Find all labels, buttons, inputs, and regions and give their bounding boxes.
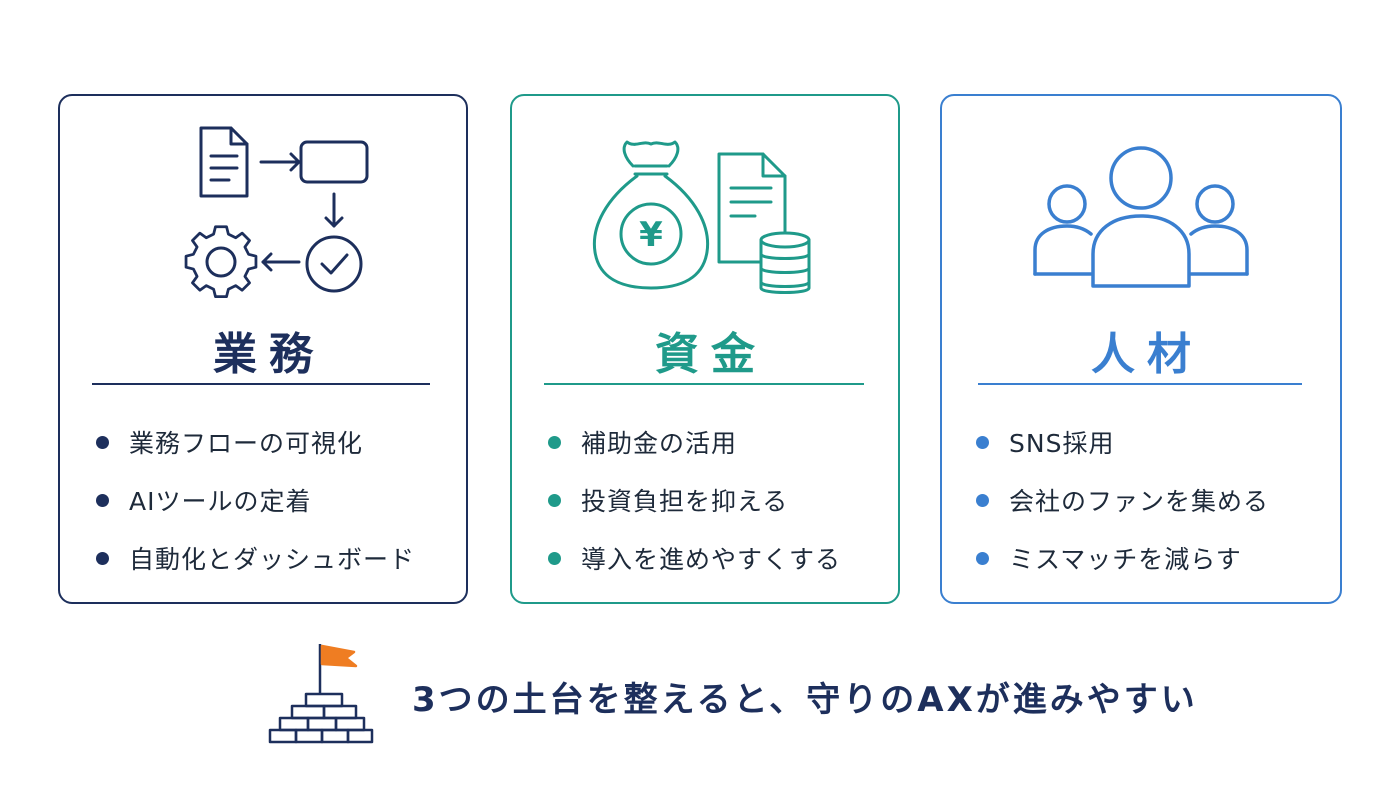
divider [92,383,430,385]
bullet-icon [96,435,109,449]
item-list: SNS採用 会社のファンを集める ミスマッチを減らす [976,413,1269,587]
bullet-icon [96,493,109,507]
people-group-icon [1033,146,1249,288]
money-bag-yen-icon: ¥ [592,140,811,294]
card-title: 業務 [213,329,325,380]
list-item: 補助金の活用 [548,413,841,471]
bullet-icon [548,435,561,449]
yen-symbol: ¥ [639,215,663,255]
bullet-icon [96,551,109,565]
list-item: 投資負担を抑える [548,471,841,529]
bullet-icon [976,551,989,565]
list-item: 会社のファンを集める [976,471,1269,529]
foundation-flag-icon [268,640,376,746]
bullet-icon [976,435,989,449]
list-item: 業務フローの可視化 [96,413,415,471]
item-list: 補助金の活用 投資負担を抑える 導入を進めやすくする [548,413,841,587]
card-business: 業務 業務フローの可視化 AIツールの定着 自動化とダッシュボード [58,94,468,604]
card-title: 人材 [1091,329,1203,380]
workflow-icon [184,126,369,298]
flag-icon [320,644,358,668]
list-item: AIツールの定着 [96,471,415,529]
card-title: 資金 [655,329,767,380]
list-item: 導入を進めやすくする [548,529,841,587]
bullet-icon [976,493,989,507]
list-item: ミスマッチを減らす [976,529,1269,587]
item-list: 業務フローの可視化 AIツールの定着 自動化とダッシュボード [96,413,415,587]
list-item: 自動化とダッシュボード [96,529,415,587]
card-funds: ¥ 資金 補助金の活用 投資負担を抑える 導入を進めやすくする [510,94,900,604]
card-people: 人材 SNS採用 会社のファンを集める ミスマッチを減らす [940,94,1342,604]
bullet-icon [548,551,561,565]
divider [978,383,1302,385]
list-item: SNS採用 [976,413,1269,471]
bullet-icon [548,493,561,507]
footer-message: 3つの土台を整えると、守りのAXが進みやすい [412,680,1198,720]
divider [544,383,864,385]
